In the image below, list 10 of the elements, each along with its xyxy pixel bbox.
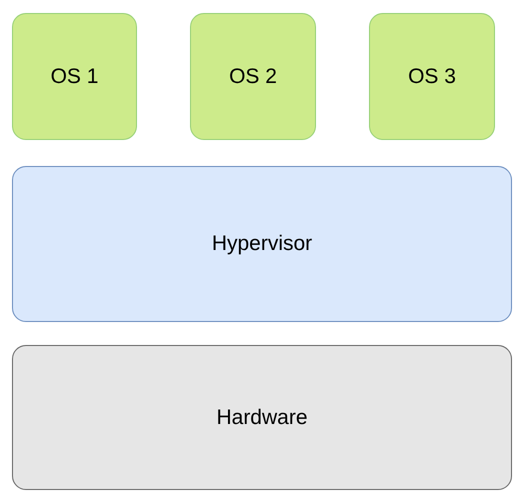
- box-label: OS 1: [50, 64, 98, 88]
- box-label: OS 2: [229, 64, 277, 88]
- os-box: [369, 13, 495, 140]
- box-label: Hypervisor: [212, 232, 312, 256]
- hardware-layer: [12, 345, 512, 490]
- os-box: [12, 13, 137, 140]
- box-label: OS 3: [408, 64, 456, 88]
- box-label: Hardware: [216, 406, 308, 430]
- hypervisor-layer: [12, 166, 512, 322]
- os-box: [190, 13, 316, 140]
